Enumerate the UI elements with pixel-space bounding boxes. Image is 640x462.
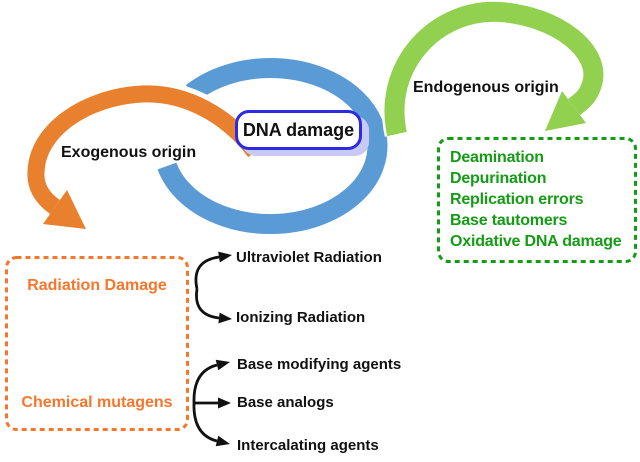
endogenous-types-list: Deamination Depurination Replication err… bbox=[450, 147, 636, 252]
chemical-arrowhead-up bbox=[215, 359, 230, 371]
endogenous-origin-label: Endogenous origin bbox=[413, 79, 559, 96]
endogenous-item: Replication errors bbox=[450, 191, 584, 208]
exogenous-origin-arrow bbox=[27, 85, 262, 214]
endogenous-types-box-border bbox=[437, 137, 637, 263]
dna-damage-label: DNA damage bbox=[242, 119, 355, 140]
endogenous-item: Depurination bbox=[450, 170, 547, 187]
exogenous-arrowhead bbox=[43, 190, 86, 229]
exogenous-origin-label: Exogenous origin bbox=[61, 144, 197, 161]
chemical-arrowhead-down bbox=[215, 435, 230, 447]
chemical-connector-up bbox=[192, 363, 218, 404]
chemical-arrowhead-mid bbox=[218, 397, 231, 409]
radiation-connector-up bbox=[194, 255, 220, 290]
cycle-ring-arc bbox=[157, 58, 388, 235]
endogenous-arrowhead bbox=[545, 91, 586, 131]
base-modifying-agents-label: Base modifying agents bbox=[237, 356, 402, 373]
chemical-connector-down bbox=[192, 402, 218, 443]
endogenous-origin-arrow bbox=[384, 1, 604, 137]
radiation-arrowhead-down bbox=[218, 312, 232, 324]
base-analogs-label: Base analogs bbox=[237, 394, 334, 411]
radiation-damage-label: Radiation Damage bbox=[27, 277, 167, 294]
radiation-connector-down bbox=[195, 288, 220, 320]
chemical-mutagens-label: Chemical mutagens bbox=[21, 394, 173, 411]
radiation-arrowhead-up bbox=[218, 251, 232, 263]
dna-damage-box: DNA damage bbox=[235, 110, 362, 150]
ionizing-radiation-label: Ionizing Radiation bbox=[236, 309, 366, 326]
endogenous-item: Base tautomers bbox=[450, 212, 568, 229]
endogenous-item: Deamination bbox=[450, 149, 544, 166]
intercalating-agents-label: Intercalating agents bbox=[237, 437, 379, 454]
ultraviolet-radiation-label: Ultraviolet Radiation bbox=[236, 249, 382, 266]
endogenous-item: Oxidative DNA damage bbox=[450, 233, 622, 250]
exogenous-types-box-border bbox=[5, 256, 189, 431]
